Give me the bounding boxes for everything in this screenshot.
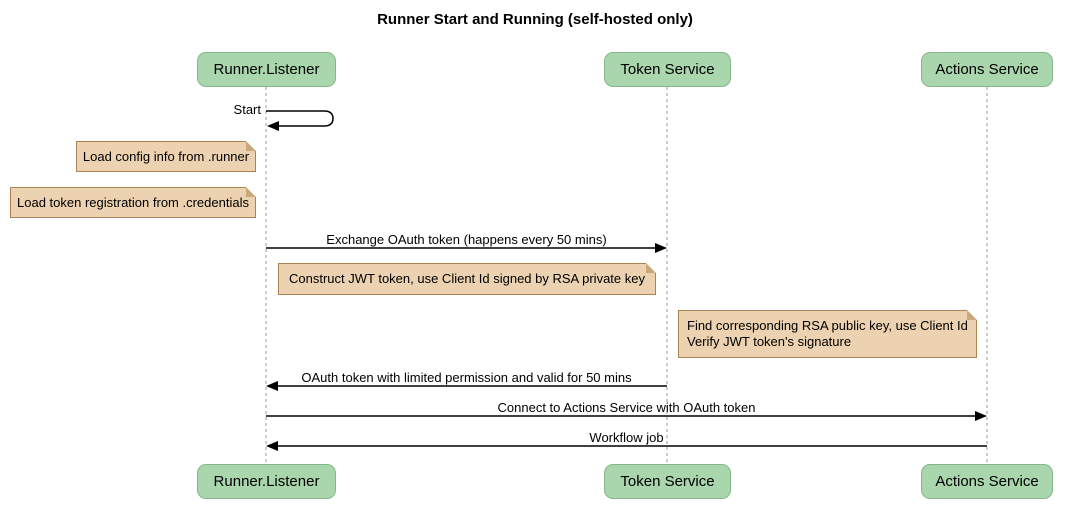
participant-label: Runner.Listener xyxy=(213,473,320,490)
note-load-token-registration: Load token registration from .credential… xyxy=(10,187,256,218)
message-label-workflow-job: Workflow job xyxy=(589,430,664,445)
message-label-connect-actions: Connect to Actions Service with OAuth to… xyxy=(497,400,756,415)
participant-label: Runner.Listener xyxy=(213,61,320,78)
note-load-config: Load config info from .runner xyxy=(76,141,256,172)
note-construct-jwt: Construct JWT token, use Client Id signe… xyxy=(278,263,656,295)
participant-label: Actions Service xyxy=(935,61,1039,78)
participant-actions-service-top: Actions Service xyxy=(921,52,1053,87)
message-arrow-start-self xyxy=(266,110,334,131)
message-label-exchange-oauth: Exchange OAuth token (happens every 50 m… xyxy=(326,232,607,247)
note-verify-jwt: Find corresponding RSA public key, use C… xyxy=(678,310,977,358)
participant-runner-listener-top: Runner.Listener xyxy=(197,52,336,87)
participant-token-service-bottom: Token Service xyxy=(604,464,731,499)
lifelines xyxy=(265,87,988,464)
message-label-oauth-return: OAuth token with limited permission and … xyxy=(301,370,632,385)
participant-label: Token Service xyxy=(620,473,715,490)
participant-token-service-top: Token Service xyxy=(604,52,731,87)
participant-label: Actions Service xyxy=(935,473,1039,490)
message-label-start: Start xyxy=(233,102,261,117)
diagram-title: Runner Start and Running (self-hosted on… xyxy=(377,11,693,28)
message-arrow-connect-actions xyxy=(266,411,987,421)
message-arrow-workflow-job xyxy=(266,441,987,451)
message-arrow-oauth-return xyxy=(266,381,667,391)
participant-label: Token Service xyxy=(620,61,715,78)
participant-actions-service-bottom: Actions Service xyxy=(921,464,1053,499)
participant-runner-listener-bottom: Runner.Listener xyxy=(197,464,336,499)
message-arrow-exchange-oauth xyxy=(266,243,667,253)
